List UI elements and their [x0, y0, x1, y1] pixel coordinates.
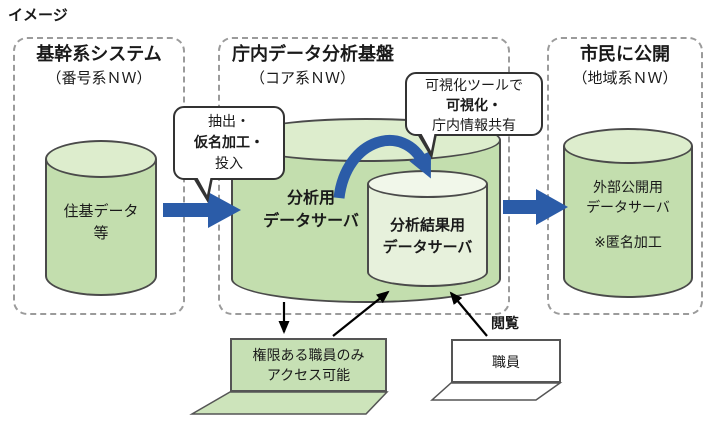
- result-server-line1: 分析結果用: [389, 216, 465, 234]
- staff-pc-base: [189, 391, 389, 415]
- resident-data-line1: 住基データ: [63, 202, 139, 220]
- analysis-server-line2: データサーバ: [263, 211, 359, 230]
- public-server-line2: データサーバ: [586, 200, 670, 216]
- result-server-line2: データサーバ: [382, 238, 473, 256]
- cylinder-public-server-label: 外部公開用 データサーバ ※匿名加工: [563, 178, 693, 253]
- callout-visualize-line3: 庁内情報共有: [432, 118, 516, 134]
- staff-screen: 職員: [451, 339, 561, 383]
- cylinder-result-server-body: [367, 184, 488, 287]
- staff-pc-line1: 権限ある職員のみ: [252, 348, 365, 364]
- cylinder-resident-data-body: [45, 159, 157, 296]
- cylinder-public-server-body: [563, 146, 693, 298]
- callout-ingest-tail-fill: [196, 175, 211, 195]
- zone-platform-subtitle: （コア系ＮＷ）: [250, 69, 356, 87]
- resident-data-line2: 等: [93, 224, 109, 242]
- zone-platform-title: 庁内データ分析基盤: [232, 44, 394, 65]
- staff-label: 職員: [492, 355, 520, 371]
- zone-public: [547, 37, 703, 315]
- callout-ingest-line1: 抽出・: [208, 114, 250, 130]
- cylinder-result-server: 分析結果用 データサーバ: [367, 170, 488, 287]
- cylinder-resident-data-label: 住基データ 等: [45, 200, 157, 244]
- callout-visualize-tail-fill: [420, 131, 435, 151]
- callout-ingest-line3: 投入: [215, 156, 243, 172]
- callout-visualize: 可視化ツールで 可視化・ 庁内情報共有: [405, 72, 543, 136]
- staff-base: [430, 382, 563, 401]
- callout-visualize-line2: 可視化・: [446, 98, 502, 114]
- analysis-server-line1: 分析用: [286, 188, 335, 207]
- view-label: 閲覧: [491, 316, 519, 332]
- public-server-line1: 外部公開用: [593, 180, 663, 196]
- page-title: イメージ: [8, 6, 68, 24]
- cylinder-resident-data: 住基データ 等: [45, 140, 157, 296]
- zone-public-subtitle: （地域系ＮＷ）: [572, 69, 678, 87]
- cylinder-result-server-label: 分析結果用 データサーバ: [367, 214, 488, 258]
- cylinder-analysis-server-label: 分析用 データサーバ: [231, 186, 391, 232]
- cylinder-resident-data-top: [45, 140, 157, 178]
- staff-pc-screen: 権限ある職員のみ アクセス可能: [230, 338, 387, 392]
- cylinder-public-server: 外部公開用 データサーバ ※匿名加工: [563, 128, 693, 298]
- callout-visualize-line1: 可視化ツールで: [425, 78, 523, 94]
- zone-public-title: 市民に公開: [580, 44, 670, 65]
- zone-source-title: 基幹系システム: [36, 44, 162, 65]
- callout-ingest: 抽出・ 仮名加工・ 投入: [173, 106, 285, 180]
- callout-ingest-line2: 仮名加工・: [194, 135, 264, 151]
- public-server-line3: ※匿名加工: [594, 235, 662, 251]
- cylinder-public-server-top: [563, 128, 693, 164]
- cylinder-result-server-top: [367, 170, 488, 198]
- staff-pc-line2: アクセス可能: [266, 368, 351, 384]
- zone-source-subtitle: （番号系ＮＷ）: [46, 69, 152, 87]
